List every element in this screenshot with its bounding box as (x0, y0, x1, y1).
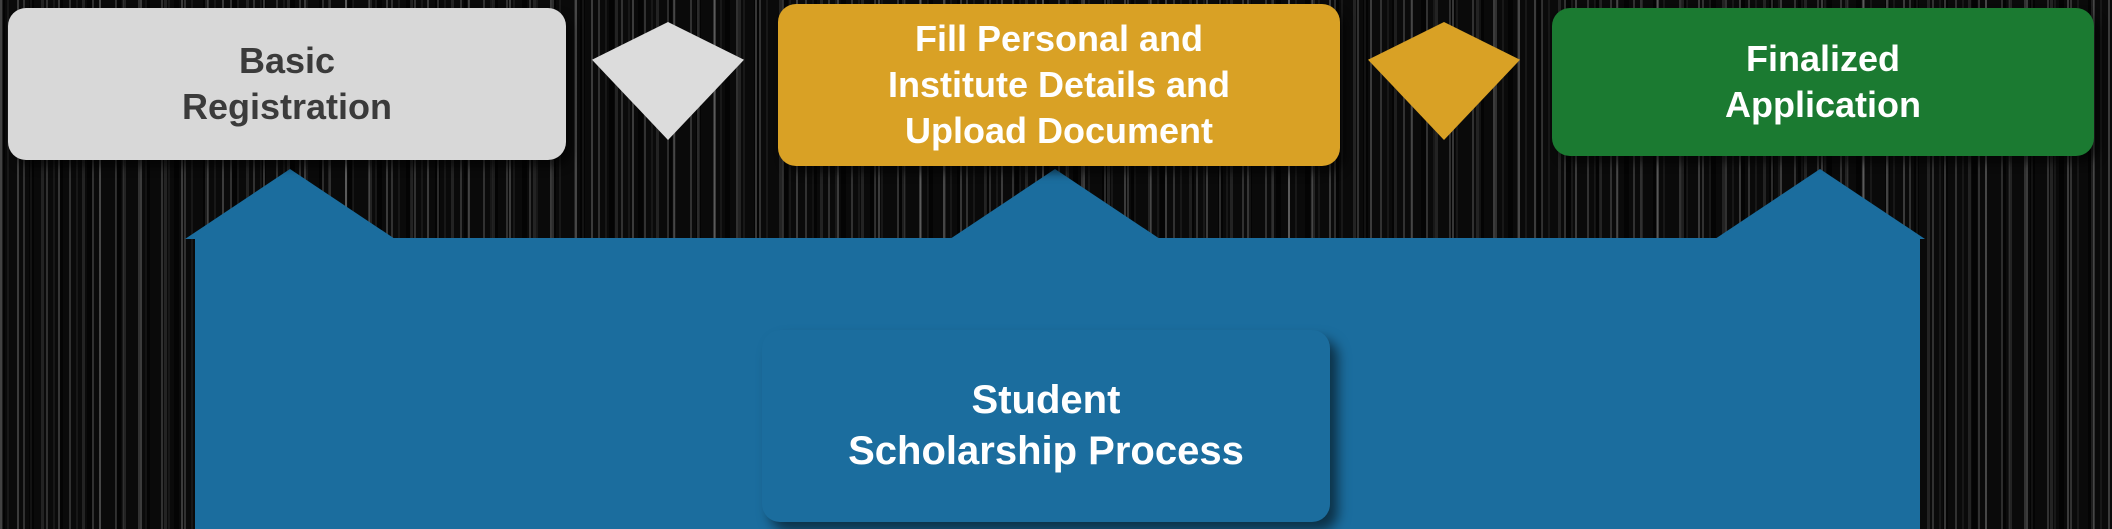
process-arrow-up-icon (185, 169, 395, 239)
process-arrow-up-icon (1715, 169, 1925, 239)
process-arrow-up-icon (950, 169, 1160, 239)
step-fill-details-upload-document: Fill Personal and Institute Details and … (778, 4, 1340, 166)
diamond-arrow-icon (592, 22, 744, 140)
step-basic-registration: Basic Registration (8, 8, 566, 160)
process-title-box: Student Scholarship Process (762, 330, 1330, 522)
diamond-arrow-icon (1368, 22, 1520, 140)
step-finalized-application: Finalized Application (1552, 8, 2094, 156)
